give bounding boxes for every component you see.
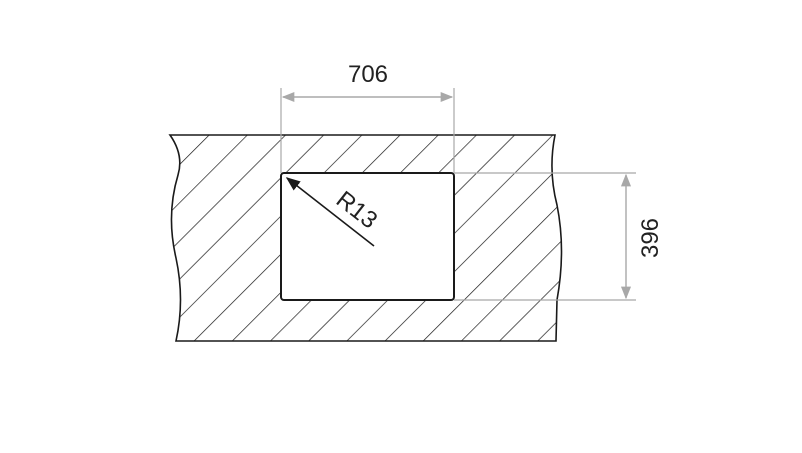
width-dimension-label: 706 [348,61,388,88]
height-dimension-label: 396 [637,218,664,258]
radius-leader-line [285,177,375,247]
sink-cutout [280,172,455,301]
